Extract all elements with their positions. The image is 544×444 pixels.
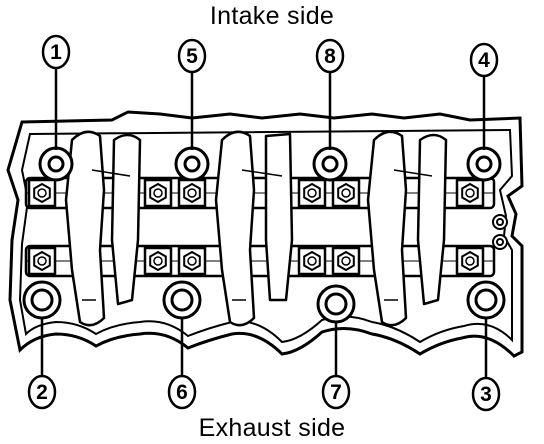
bolt-head (177, 246, 207, 276)
shaft-bolt-heads (27, 178, 485, 276)
cylinder-head-outline (6, 110, 524, 358)
callout-1: 1 (41, 34, 71, 70)
rocker-arm (264, 132, 294, 302)
rocker-arm (110, 133, 142, 306)
callout-4: 4 (469, 42, 499, 78)
callout-number: 4 (478, 49, 490, 72)
rocker-arm (416, 133, 448, 306)
bolt-head (143, 246, 173, 276)
callout-number: 2 (36, 381, 48, 404)
callout-number: 3 (480, 383, 492, 406)
callout-number: 7 (330, 381, 342, 404)
bolt-head (331, 178, 361, 208)
bolt-head (27, 178, 57, 208)
rocker-arms (64, 130, 448, 327)
bolt-head (27, 246, 57, 276)
bolt-head (177, 178, 207, 208)
bolt-head (455, 246, 485, 276)
callout-number: 8 (324, 45, 336, 68)
leader-lines (40, 68, 488, 378)
bolt-head (297, 178, 327, 208)
exhaust-bosses (22, 280, 506, 324)
callout-number: 1 (50, 41, 62, 64)
bolt-head (455, 178, 485, 208)
exhaust-side-label: Exhaust side (198, 414, 346, 442)
intake-side-label: Intake side (209, 2, 335, 30)
callout-2: 2 (27, 374, 57, 410)
rocker-arm (214, 130, 256, 327)
bolt-head (331, 246, 361, 276)
callout-7: 7 (321, 374, 351, 410)
callout-8: 8 (315, 38, 345, 74)
oil-plugs (492, 214, 508, 250)
callout-3: 3 (471, 376, 501, 412)
callout-6: 6 (167, 374, 197, 410)
callout-5: 5 (177, 38, 207, 74)
rocker-arm (366, 130, 408, 327)
bolt-head (143, 178, 173, 208)
callout-number: 5 (186, 45, 198, 68)
bolt-head (297, 246, 327, 276)
rocker-arm (64, 130, 106, 327)
callouts: 1 5 8 4 2 6 7 (27, 34, 501, 412)
callout-number: 6 (176, 381, 188, 404)
